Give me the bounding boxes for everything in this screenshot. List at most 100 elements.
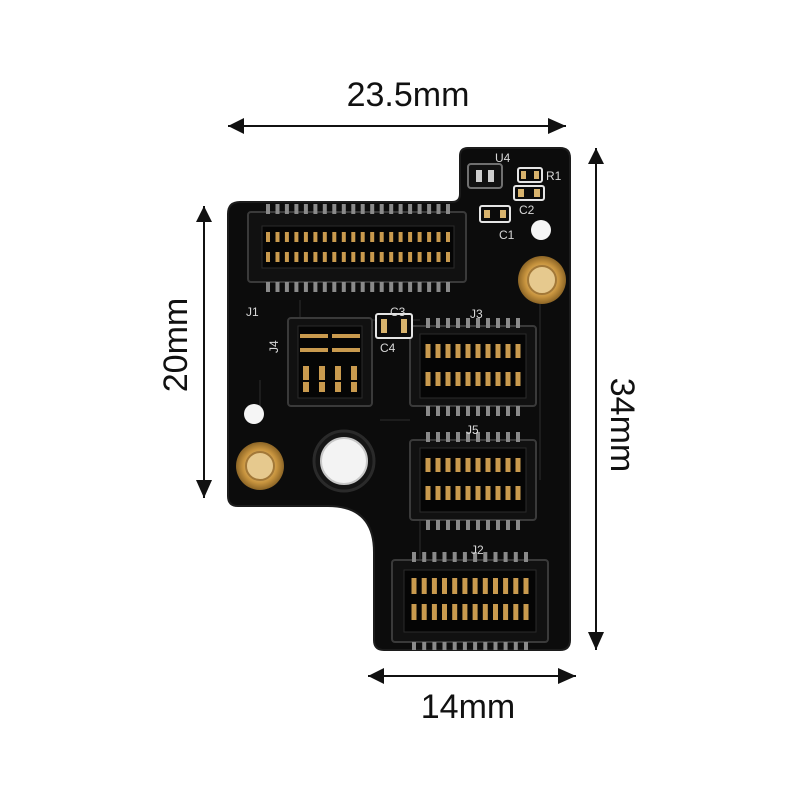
connector-pin bbox=[436, 520, 440, 530]
connector-pin bbox=[379, 232, 384, 242]
connector-pin bbox=[319, 366, 325, 380]
connector-pin bbox=[435, 372, 441, 386]
connector-pin bbox=[313, 252, 318, 262]
connector-pin bbox=[389, 204, 394, 214]
connector-pin bbox=[389, 232, 394, 242]
connector-pin bbox=[442, 604, 447, 620]
connector-pin bbox=[442, 552, 447, 562]
connector-pin bbox=[417, 282, 422, 292]
label-j4: J4 bbox=[267, 340, 281, 353]
connector-pin bbox=[426, 520, 430, 530]
connector-pin bbox=[524, 642, 528, 650]
connector-pin bbox=[313, 232, 318, 242]
connector-pin bbox=[446, 318, 450, 328]
connector-pin bbox=[505, 372, 511, 386]
connector-j3 bbox=[409, 318, 537, 416]
connector-pin bbox=[360, 232, 365, 242]
connector-pin bbox=[316, 348, 328, 352]
connector-pin bbox=[456, 520, 460, 530]
connector-pin bbox=[351, 204, 356, 214]
connector-pin bbox=[475, 372, 481, 386]
connector-pin bbox=[506, 432, 510, 442]
connector-pin bbox=[445, 458, 451, 472]
connector-pin bbox=[476, 520, 480, 530]
connector-pin bbox=[341, 232, 346, 242]
connector-pin bbox=[446, 432, 450, 442]
connector-pin bbox=[482, 604, 488, 620]
connector-pin bbox=[379, 252, 384, 262]
connector-pin bbox=[408, 252, 413, 262]
connector-pin bbox=[446, 282, 450, 292]
connector-j5 bbox=[409, 432, 537, 530]
connector-pin bbox=[421, 578, 427, 594]
connector-pin bbox=[398, 252, 403, 262]
connector-pin bbox=[513, 604, 519, 620]
connector-pin bbox=[452, 578, 458, 594]
connector-pin bbox=[476, 406, 480, 416]
connector-pin bbox=[466, 318, 470, 328]
connector-pin bbox=[435, 344, 441, 358]
connector-pin bbox=[485, 486, 491, 500]
connector-pin bbox=[294, 252, 299, 262]
connector-pin bbox=[266, 204, 270, 214]
connector-pin bbox=[370, 282, 375, 292]
connector-j1 bbox=[247, 204, 467, 292]
connector-pin bbox=[493, 604, 498, 620]
connector-pin bbox=[360, 282, 365, 292]
connector-pin bbox=[475, 344, 481, 358]
connector-pin bbox=[332, 334, 344, 338]
connector-pin bbox=[456, 318, 460, 328]
connector-pin bbox=[496, 318, 500, 328]
connector-pin bbox=[506, 520, 510, 530]
connector-pin bbox=[316, 334, 328, 338]
connector-pin bbox=[465, 486, 471, 500]
label-u4: U4 bbox=[495, 151, 511, 165]
connector-pin bbox=[485, 372, 491, 386]
connector-pin bbox=[495, 458, 501, 472]
connector-pin bbox=[466, 520, 470, 530]
mounting-hole-icon bbox=[531, 220, 551, 240]
connector-pin bbox=[348, 334, 360, 338]
connector-pin bbox=[398, 282, 403, 292]
connector-pin bbox=[427, 252, 432, 262]
connector-pin bbox=[462, 604, 468, 620]
connector-pin bbox=[432, 642, 437, 650]
connector-pin bbox=[360, 252, 365, 262]
connector-pin bbox=[412, 552, 416, 562]
connector-pin bbox=[446, 252, 450, 262]
connector-pin bbox=[436, 318, 440, 328]
connector-pin bbox=[465, 372, 471, 386]
connector-pin bbox=[408, 232, 413, 242]
connector-pin bbox=[294, 204, 299, 214]
label-r1: R1 bbox=[546, 169, 562, 183]
connector-pin bbox=[524, 552, 528, 562]
connector-pin bbox=[485, 458, 491, 472]
connector-pin bbox=[332, 204, 337, 214]
right-height-label: 34mm bbox=[603, 378, 641, 472]
connector-pin bbox=[335, 382, 341, 392]
connector-pin bbox=[446, 520, 450, 530]
connector-pin bbox=[495, 486, 501, 500]
connector-pin bbox=[472, 604, 478, 620]
connector-pin bbox=[483, 642, 488, 650]
connector-pin bbox=[455, 372, 461, 386]
connector-pin bbox=[476, 432, 480, 442]
connector-pin bbox=[465, 458, 471, 472]
connector-pin bbox=[456, 432, 460, 442]
connector-pin bbox=[452, 642, 457, 650]
connector-pin bbox=[275, 282, 280, 292]
connector-pin bbox=[408, 204, 413, 214]
connector-pin bbox=[452, 552, 457, 562]
connector-pin bbox=[436, 232, 441, 242]
connector-pin bbox=[513, 578, 519, 594]
connector-pin bbox=[427, 232, 432, 242]
label-c4: C4 bbox=[380, 341, 396, 355]
connector-pin bbox=[442, 578, 447, 594]
connector-pin bbox=[432, 552, 437, 562]
connector-pin bbox=[505, 344, 511, 358]
connector-pin bbox=[445, 344, 451, 358]
connector-pin bbox=[472, 578, 478, 594]
connector-pin bbox=[300, 334, 312, 338]
connector-pin bbox=[436, 252, 441, 262]
